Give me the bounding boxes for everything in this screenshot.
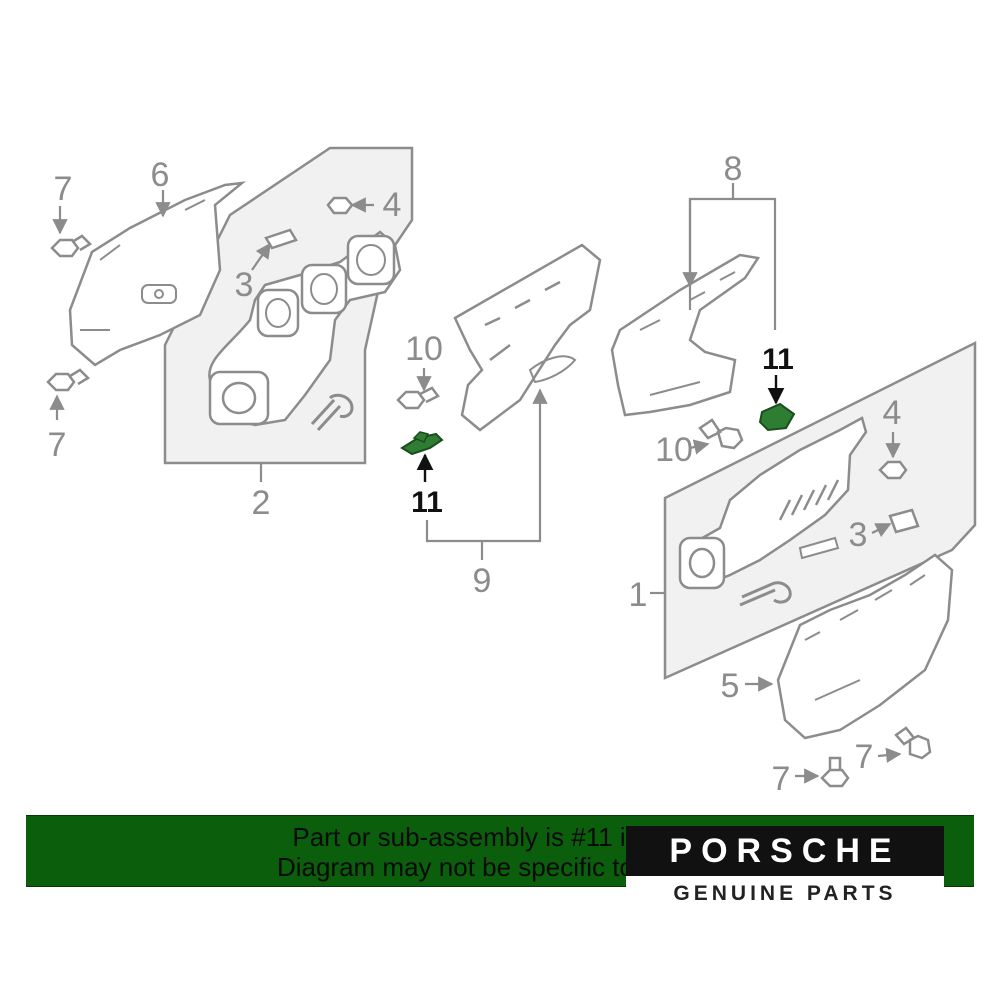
notice-line-2: Diagram may not be specific to you: [276, 852, 684, 882]
callout-11-left: 11: [411, 486, 443, 519]
callout-5: 5: [721, 667, 740, 705]
left-manifold-stud: [310, 393, 354, 432]
callout-7-mid: 7: [48, 426, 67, 464]
left-exhaust-manifold-assembly: [163, 146, 414, 465]
leader-lines: [49, 183, 902, 784]
right-exhaust-manifold-assembly: [663, 340, 977, 680]
middle-heat-shield: [453, 243, 602, 432]
callout-7-top: 7: [54, 170, 73, 208]
callout-2: 2: [252, 484, 271, 522]
right-manifold-nut: [878, 460, 908, 480]
callout-8: 8: [724, 150, 743, 188]
callout-7-bottom: 7: [772, 760, 791, 798]
right-manifold-gasket-clip: [888, 508, 920, 534]
logo-wordmark-background: PORSCHE: [626, 826, 944, 876]
callout-4-right: 4: [883, 394, 902, 432]
callout-11-right: 11: [762, 343, 794, 376]
callout-7-bottom-right: 7: [855, 738, 874, 776]
left-manifold-nut: [326, 196, 354, 215]
right-manifold-stud: [739, 581, 792, 607]
porsche-genuine-parts-logo: PORSCHE GENUINE PARTS: [626, 826, 944, 910]
right-manifold-ribs: [778, 479, 840, 521]
callout-3-right: 3: [849, 516, 868, 554]
left-manifold-port-1: [256, 288, 300, 338]
left-manifold-port-2: [300, 263, 348, 315]
callout-6: 6: [151, 156, 170, 194]
callout-9: 9: [473, 562, 492, 600]
right-lower-heat-shield: [776, 553, 954, 740]
callout-1: 1: [629, 576, 648, 614]
logo-subtitle: GENUINE PARTS: [673, 882, 897, 905]
callout-10-left: 10: [405, 330, 443, 368]
left-heat-shield: [68, 181, 247, 367]
logo-wordmark: PORSCHE: [669, 832, 901, 870]
highlighted-part-11-left: [400, 431, 444, 456]
left-manifold-port-3: [346, 234, 396, 286]
callout-4-left: 4: [383, 186, 402, 224]
highlighted-part-11-right: [758, 402, 796, 432]
callout-10-right: 10: [655, 431, 693, 469]
left-manifold-outlet-flange: [208, 370, 270, 426]
left-shield-bolts: [46, 234, 93, 392]
middle-bolt-10: [396, 386, 440, 410]
callout-3-left: 3: [235, 266, 254, 304]
right-upper-heat-shield: [610, 253, 761, 417]
notice-line-1: Part or sub-assembly is #11 in di: [292, 822, 668, 852]
right-manifold-outlet-flange: [678, 536, 726, 590]
right-bolt-10: [698, 418, 744, 450]
leader-lines-highlighted: [416, 375, 785, 482]
right-shield-bolts: [820, 726, 932, 788]
